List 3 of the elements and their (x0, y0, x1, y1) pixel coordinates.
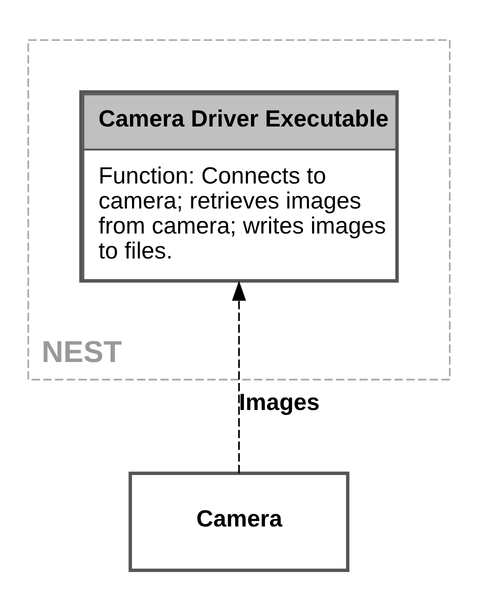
arrow (232, 280, 246, 474)
edge-label: Images (239, 389, 320, 416)
node-box: Camera (128, 472, 350, 572)
